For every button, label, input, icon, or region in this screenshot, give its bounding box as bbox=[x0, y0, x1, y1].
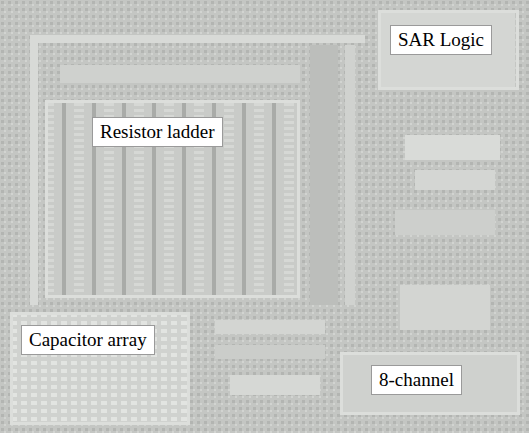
comparator-block bbox=[215, 320, 325, 334]
chip-region: Capacitor array bbox=[10, 312, 190, 425]
metal-band bbox=[60, 65, 300, 83]
logic-block bbox=[395, 210, 495, 235]
mux-block bbox=[343, 355, 517, 412]
routing-column bbox=[345, 45, 355, 305]
logic-block bbox=[405, 135, 500, 160]
region-label: 8-channel bbox=[371, 365, 462, 395]
comparator-block bbox=[215, 345, 325, 359]
chip-region: Resistor ladder bbox=[45, 100, 300, 298]
resistor-array bbox=[48, 103, 297, 295]
metal-bus bbox=[30, 35, 365, 43]
region-label: Capacitor array bbox=[21, 325, 155, 355]
region-label: SAR Logic bbox=[390, 25, 492, 55]
comparator-block bbox=[230, 375, 320, 395]
capacitor-array bbox=[13, 315, 187, 422]
logic-block bbox=[415, 170, 495, 190]
logic-block bbox=[400, 285, 490, 330]
routing-column bbox=[310, 45, 338, 305]
chip-region: SAR Logic bbox=[378, 10, 519, 90]
logic-block bbox=[381, 13, 515, 87]
chip-region: 8-channel bbox=[340, 352, 520, 415]
metal-bus bbox=[30, 35, 38, 305]
region-label: Resistor ladder bbox=[92, 117, 223, 147]
